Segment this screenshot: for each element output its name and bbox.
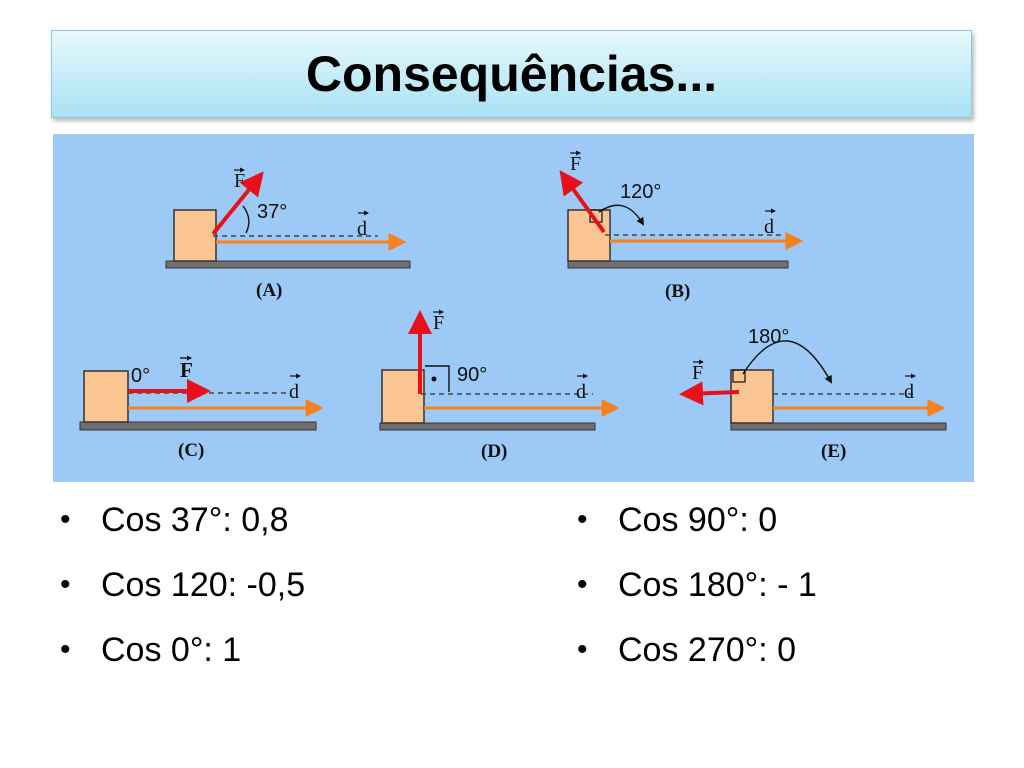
panel-label-a: (A) [256,280,282,301]
bullet-icon: • [60,503,71,536]
force-label-b: F [570,153,581,175]
bullet-item: • Cos 37°: 0,8 [60,500,305,540]
displacement-label-a: d [357,218,367,240]
panel-a: 37° F d (A) [165,167,411,301]
bullet-text: Cos 120: -0,5 [101,566,306,604]
displacement-label-d: d [576,381,586,403]
ground-a [165,260,411,269]
angle-label-a: 37° [257,201,287,223]
bullet-item: • Cos 180°: - 1 [577,565,817,605]
angle-label-c: 0° [131,365,150,387]
block-e [730,369,774,424]
ground-c [79,421,317,431]
bullet-text: Cos 37°: 0,8 [101,501,289,539]
work-angle-diagram: 37° F d (A) 120° F d (B) [79,150,947,462]
bullet-icon: • [577,633,588,666]
angle-arc-b [598,204,645,226]
block-d [381,369,425,424]
panel-label-d: (D) [481,441,507,462]
bullet-item: • Cos 120: -0,5 [60,565,305,605]
bullet-icon: • [60,568,71,601]
title-box: Consequências... [51,30,972,118]
panel-d: 90° F d (D) [379,309,620,462]
panel-label-e: (E) [821,441,846,462]
displacement-label-e: d [904,381,914,403]
bullet-icon: • [60,633,71,666]
angle-arc-a [242,205,250,234]
panel-label-b: (B) [665,281,690,302]
slide-title: Consequências... [305,46,718,102]
panel-b: 120° F d (B) [559,150,804,302]
displacement-label-b: d [764,216,774,238]
corner-mark-e [732,369,746,383]
block-b [567,209,611,262]
angle-arc-e [742,340,832,384]
angle-label-d: 90° [457,364,487,386]
bullet-item: • Cos 0°: 1 [60,630,305,670]
panel-c: 0° F d (C) [79,355,324,461]
force-label-d: F [433,312,444,334]
block-c [83,370,129,423]
block-a [173,209,217,262]
bullet-item: • Cos 270°: 0 [577,630,817,670]
panel-e: 180° F d (E) [679,326,947,462]
force-label-a: F [234,170,245,192]
panel-label-c: (C) [178,440,204,461]
bullet-text: Cos 90°: 0 [618,501,778,539]
work-angle-figure: 37° F d (A) 120° F d (B) [53,134,974,482]
force-label-c: F [180,358,193,382]
angle-label-e: 180° [748,326,789,348]
angle-label-b: 120° [620,181,661,203]
bullet-text: Cos 180°: - 1 [618,566,817,604]
bullet-text: Cos 0°: 1 [101,631,242,669]
bullet-list-left: • Cos 37°: 0,8 • Cos 120: -0,5 • Cos 0°: 1 [60,500,305,695]
ground-e [730,422,947,431]
bullet-icon: • [577,568,588,601]
right-angle-dot-d [431,376,437,382]
bullet-item: • Cos 90°: 0 [577,500,817,540]
force-arrow-b [559,170,606,234]
force-label-e: F [692,362,703,384]
right-angle-mark-d [425,365,450,392]
ground-d [379,422,596,431]
force-arrow-e [679,381,740,406]
ground-b [567,260,789,269]
force-arrow-a [211,171,264,236]
bullet-text: Cos 270°: 0 [618,631,797,669]
bullet-list-right: • Cos 90°: 0 • Cos 180°: - 1 • Cos 270°: 0 [577,500,817,695]
bullet-icon: • [577,503,588,536]
displacement-label-c: d [289,381,299,403]
